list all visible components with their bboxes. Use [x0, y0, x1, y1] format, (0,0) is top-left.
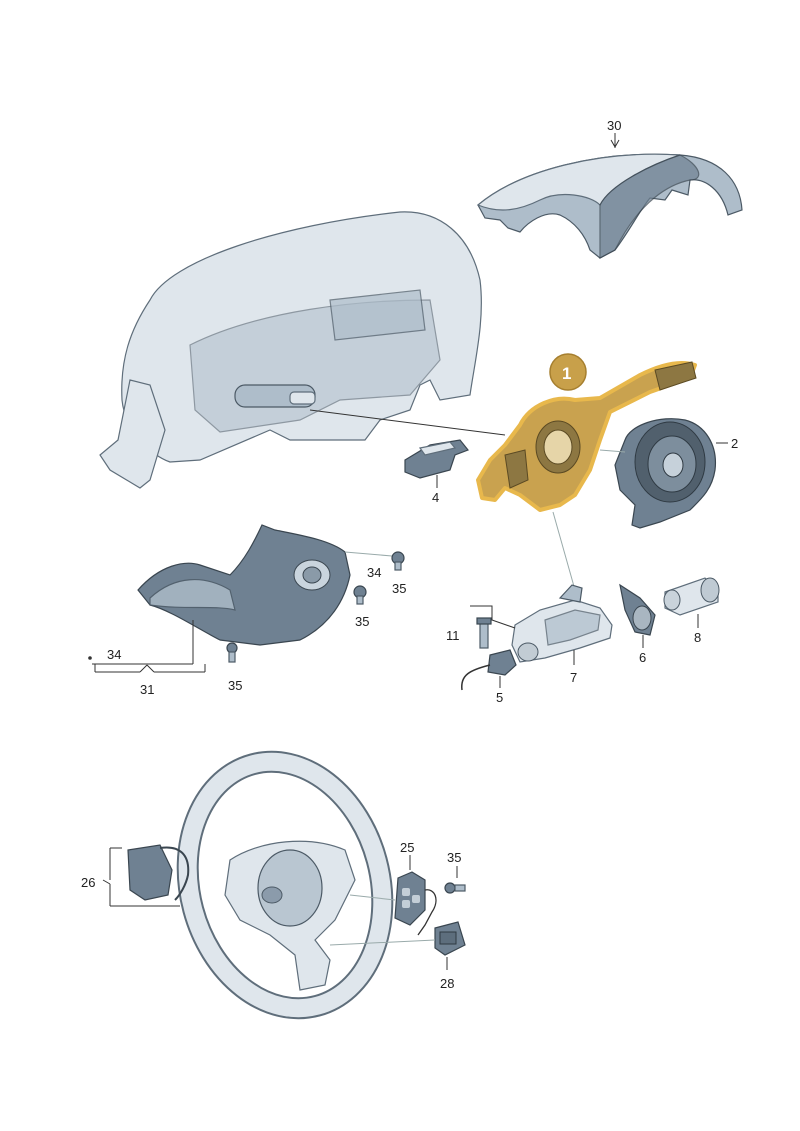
label-35-lower: 35 [228, 678, 242, 693]
label-35-wheel: 35 [447, 850, 461, 865]
label-11: 11 [446, 628, 460, 643]
label-25: 25 [400, 840, 414, 855]
bracket-31 [88, 620, 206, 673]
guide-switch-column [552, 511, 576, 591]
guide-wheel-25 [349, 894, 396, 901]
label-35-upper: 35 [392, 581, 406, 596]
part-31-lower-column-trim[interactable] [137, 524, 351, 646]
label-8: 8 [694, 630, 701, 645]
callout-1-number: 1 [562, 364, 571, 383]
part-25-button-module[interactable] [394, 871, 437, 936]
part-26-paddle-switch[interactable] [127, 844, 190, 901]
label-7: 7 [570, 670, 577, 685]
label-31: 31 [140, 682, 154, 697]
guide-bolt [470, 605, 516, 629]
guide-screw-34 [344, 551, 393, 557]
dashboard-crossmember [99, 211, 506, 489]
screw-35-wheel[interactable] [444, 882, 466, 894]
label-35-middle: 35 [355, 614, 369, 629]
part-2-slip-ring[interactable] [614, 418, 717, 529]
label-34-upper: 34 [367, 565, 381, 580]
label-2: 2 [731, 436, 738, 451]
part-5-sensor[interactable] [461, 649, 517, 691]
callout-1-badge [549, 353, 587, 391]
label-26: 26 [81, 875, 95, 890]
screw-35-middle[interactable] [353, 585, 367, 605]
guide-switch-ring [599, 449, 626, 453]
part-4-bracket[interactable] [404, 439, 469, 479]
part-1-combination-switch[interactable] [476, 361, 697, 512]
part-7-lock-housing[interactable] [511, 584, 613, 663]
label-4: 4 [432, 490, 439, 505]
part-30-upper-column-trim[interactable] [476, 153, 743, 259]
screw-34[interactable] [391, 551, 405, 571]
part-11-bolt[interactable] [476, 617, 492, 649]
bracket-26 [102, 847, 180, 907]
part-28-switch[interactable] [434, 921, 466, 956]
part-6-cover[interactable] [619, 583, 656, 636]
screw-35-lower[interactable] [226, 642, 238, 663]
label-6: 6 [639, 650, 646, 665]
leader-30-arrow [610, 139, 620, 149]
part-8-lock-cylinder[interactable] [663, 577, 720, 616]
label-28: 28 [440, 976, 454, 991]
label-30: 30 [607, 118, 621, 133]
label-34-lower: 34 [107, 647, 121, 662]
label-5: 5 [496, 690, 503, 705]
guide-wheel-28 [329, 939, 436, 946]
steering-wheel[interactable] [161, 740, 409, 1031]
